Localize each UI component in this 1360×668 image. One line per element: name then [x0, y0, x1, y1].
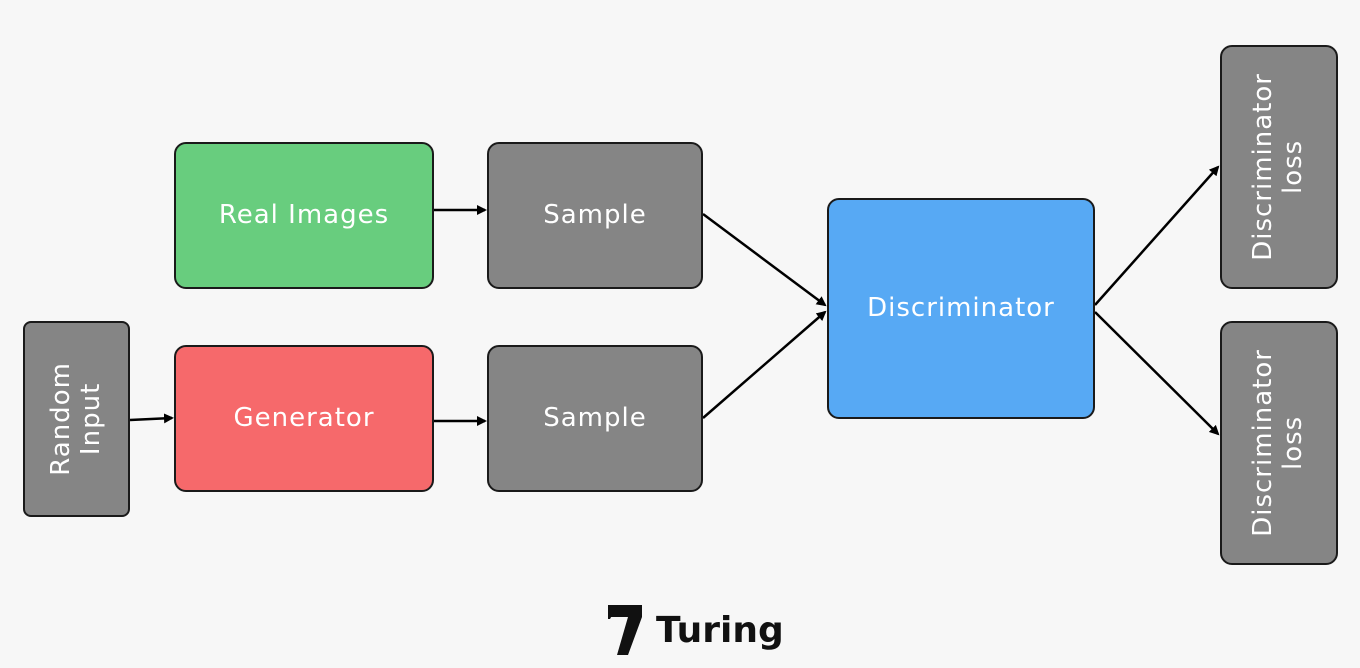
random-input-node: Random Input [23, 321, 130, 517]
discriminator-loss-bottom-node: Discriminator loss [1220, 321, 1338, 565]
discriminator-label: Discriminator [867, 292, 1055, 323]
generator-label: Generator [233, 402, 375, 433]
sample-generated-node: Sample [487, 345, 703, 492]
random-input-label: Random Input [45, 362, 106, 476]
sample-real-node: Sample [487, 142, 703, 289]
real-images-label: Real Images [218, 199, 390, 230]
generator-node: Generator [174, 345, 434, 492]
arrow-discriminator-to-loss-top [1094, 165, 1220, 306]
brand-name: Turing [656, 609, 784, 651]
turing-logo: Turing [606, 602, 784, 658]
discriminator-loss-top-label: Discriminator loss [1248, 73, 1309, 261]
arrow-discriminator-to-loss-bottom [1094, 311, 1220, 436]
discriminator-node: Discriminator [827, 198, 1095, 419]
turing-logo-icon [608, 605, 642, 655]
discriminator-loss-bottom-label: Discriminator loss [1248, 349, 1309, 537]
sample-real-label: Sample [543, 199, 647, 230]
real-images-node: Real Images [174, 142, 434, 289]
sample-generated-label: Sample [543, 402, 647, 433]
discriminator-loss-top-node: Discriminator loss [1220, 45, 1338, 289]
arrow-sample-top-to-discriminator [702, 212, 827, 307]
arrow-random-to-generator [129, 413, 174, 424]
arrow-sample-bottom-to-discriminator [702, 310, 827, 419]
